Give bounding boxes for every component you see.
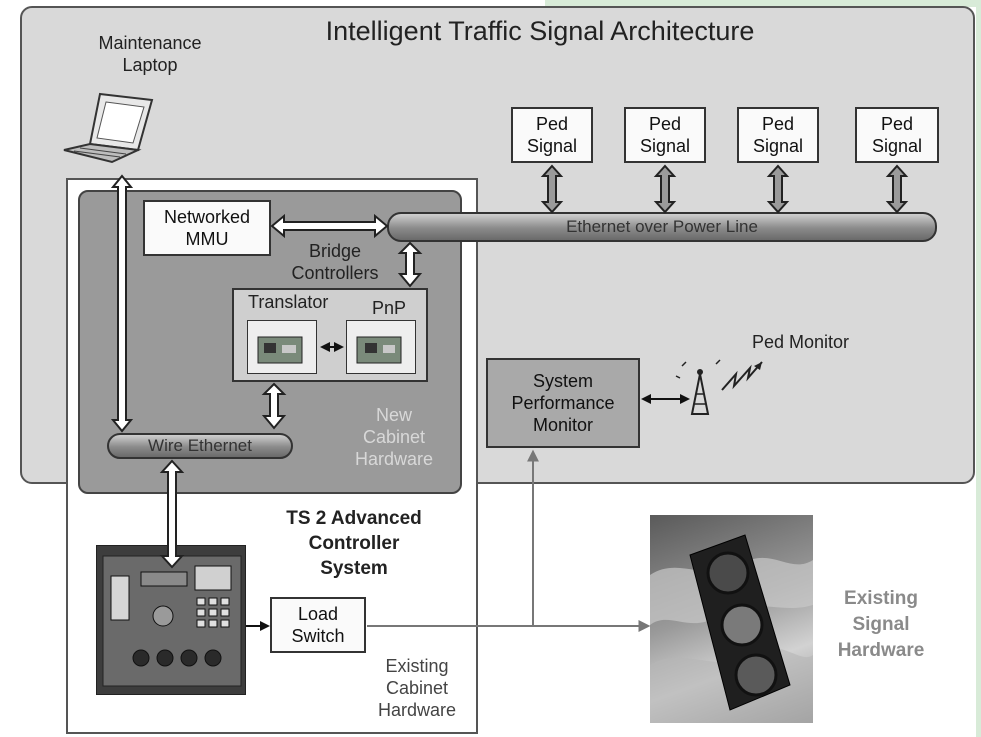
diagram-title: Intelligent Traffic Signal Architecture	[325, 16, 755, 46]
existing-signal-label: Existing Signal Hardware	[837, 588, 925, 661]
antenna-icon	[675, 359, 763, 415]
ethernet-power-line-bus: Ethernet over Power Line	[387, 212, 937, 242]
laptop-icon	[63, 92, 154, 164]
translator-ethernet-link	[261, 382, 287, 430]
bridge-translator-link	[397, 241, 423, 288]
ethernet-controller-link	[159, 459, 185, 569]
ped-monitor-label: Ped Monitor	[752, 332, 850, 352]
wire-ethernet-bus: Wire Ethernet	[107, 433, 293, 459]
ped-signal-links	[540, 164, 909, 214]
new-cabinet-label: New Cabinet Hardware	[354, 405, 434, 469]
laptop-label: Maintenance Laptop	[98, 33, 202, 75]
laptop-ethernet-link	[110, 174, 134, 433]
right-accent-strip	[976, 0, 981, 737]
ts2-system-label: TS 2 Advanced Controller System	[286, 508, 422, 579]
translator-board-image	[247, 320, 317, 374]
mmu-bus-link	[270, 213, 389, 239]
existing-cabinet-label: Existing Cabinet Hardware	[377, 656, 457, 720]
pnp-board-image	[346, 320, 416, 374]
bridge-controllers-label: Bridge Controllers	[291, 241, 379, 283]
pnp-label: PnP	[372, 298, 407, 318]
top-accent-strip	[545, 0, 981, 7]
traffic-signal-image	[650, 515, 813, 723]
translator-label: Translator	[248, 292, 329, 312]
